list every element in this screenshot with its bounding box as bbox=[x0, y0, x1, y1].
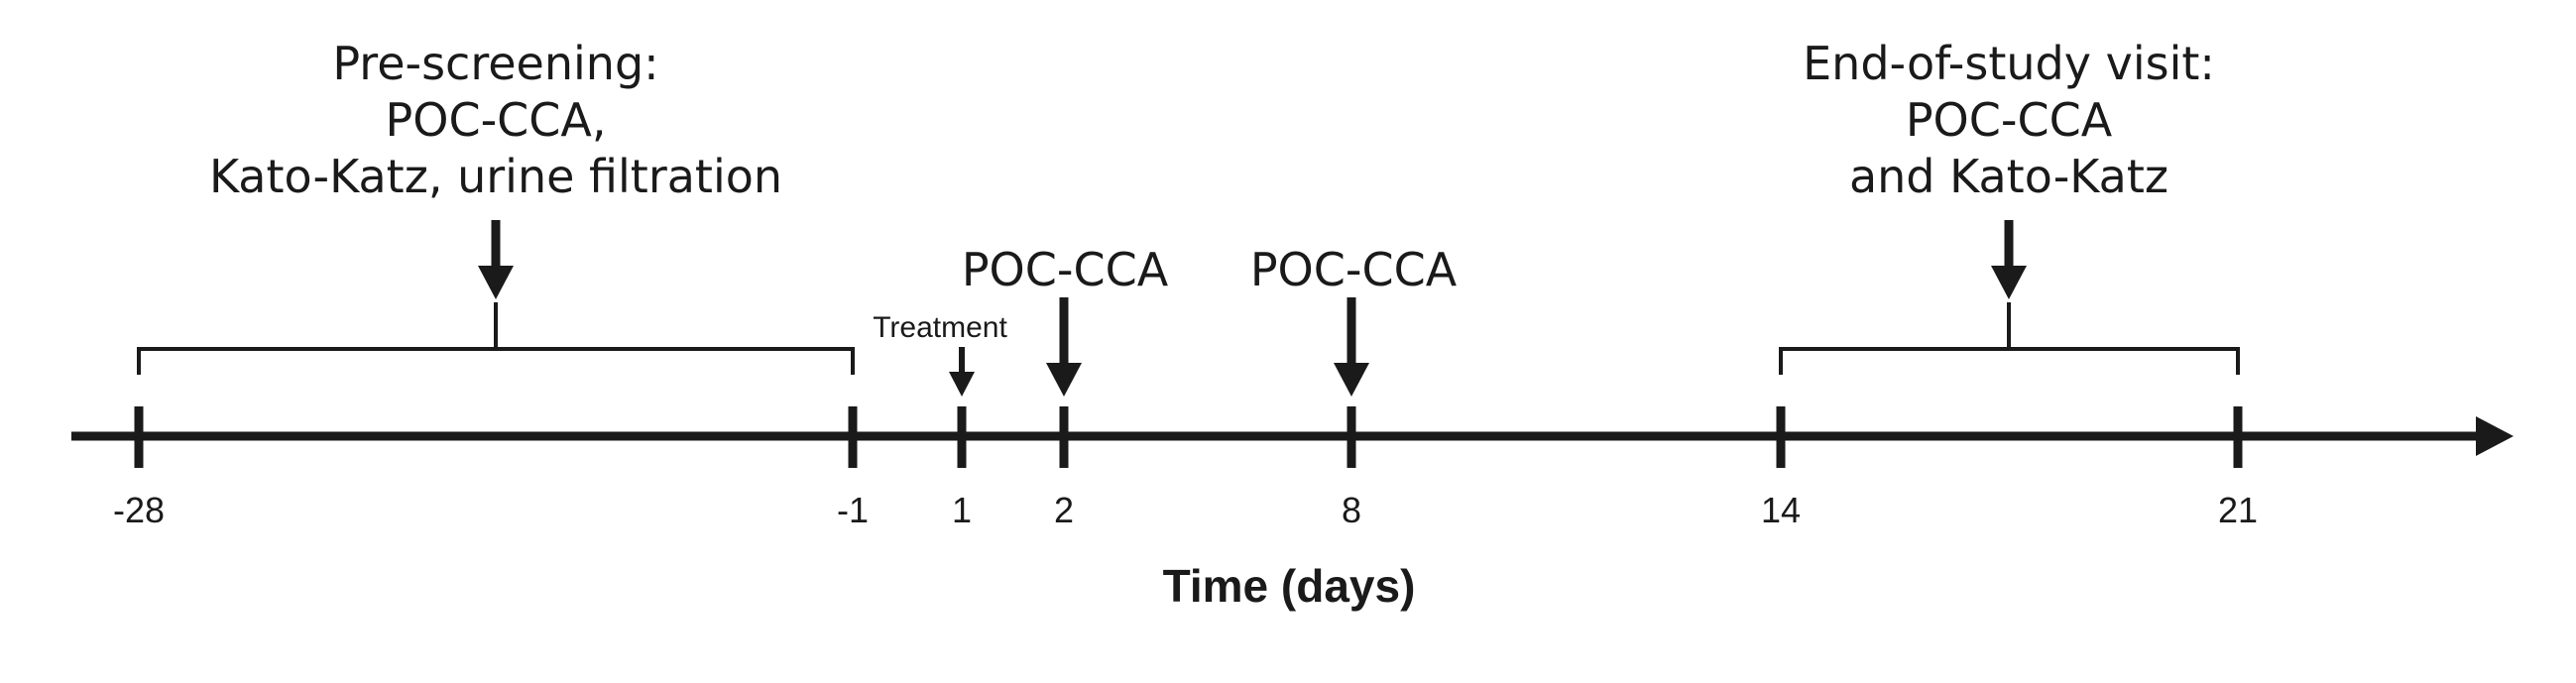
treatment-label: Treatment bbox=[873, 311, 1007, 344]
pre-screening-arrow-head-icon bbox=[478, 266, 514, 299]
end-of-study-arrow-head-icon bbox=[1991, 266, 2027, 299]
axis-tick-label: 1 bbox=[952, 490, 972, 530]
axis-ticks: -28 -1 1 2 8 14 21 bbox=[113, 406, 2258, 530]
end-of-study-bracket bbox=[1779, 347, 2240, 375]
pre-screening-tests-cont: Kato-Katz, urine filtration bbox=[209, 150, 782, 203]
pre-screening-bracket bbox=[137, 347, 855, 375]
axis-title: Time (days) bbox=[1163, 560, 1416, 612]
end-of-study-tests: POC-CCA bbox=[1906, 93, 2113, 147]
pre-screening-tests: POC-CCA, bbox=[386, 93, 607, 147]
end-of-study-tests-cont: and Kato-Katz bbox=[1849, 150, 2168, 203]
axis-tick-label: -1 bbox=[837, 490, 869, 530]
poc-cca-day2-label: POC-CCA bbox=[962, 243, 1169, 296]
poc-cca-day8-arrow-head-icon bbox=[1334, 363, 1369, 397]
time-axis-arrowhead bbox=[2476, 416, 2514, 456]
axis-tick-label: -28 bbox=[113, 490, 165, 530]
axis-tick-label: 21 bbox=[2218, 490, 2258, 530]
pre-screening-title: Pre-screening: bbox=[332, 37, 658, 90]
axis-tick-label: 2 bbox=[1054, 490, 1074, 530]
end-of-study-title: End-of-study visit: bbox=[1803, 37, 2215, 90]
poc-cca-day8-label: POC-CCA bbox=[1250, 243, 1458, 296]
axis-tick-label: 14 bbox=[1761, 490, 1801, 530]
axis-tick-label: 8 bbox=[1342, 490, 1361, 530]
poc-cca-day2-arrow-head-icon bbox=[1046, 363, 1082, 397]
treatment-arrow-head-icon bbox=[949, 372, 975, 397]
